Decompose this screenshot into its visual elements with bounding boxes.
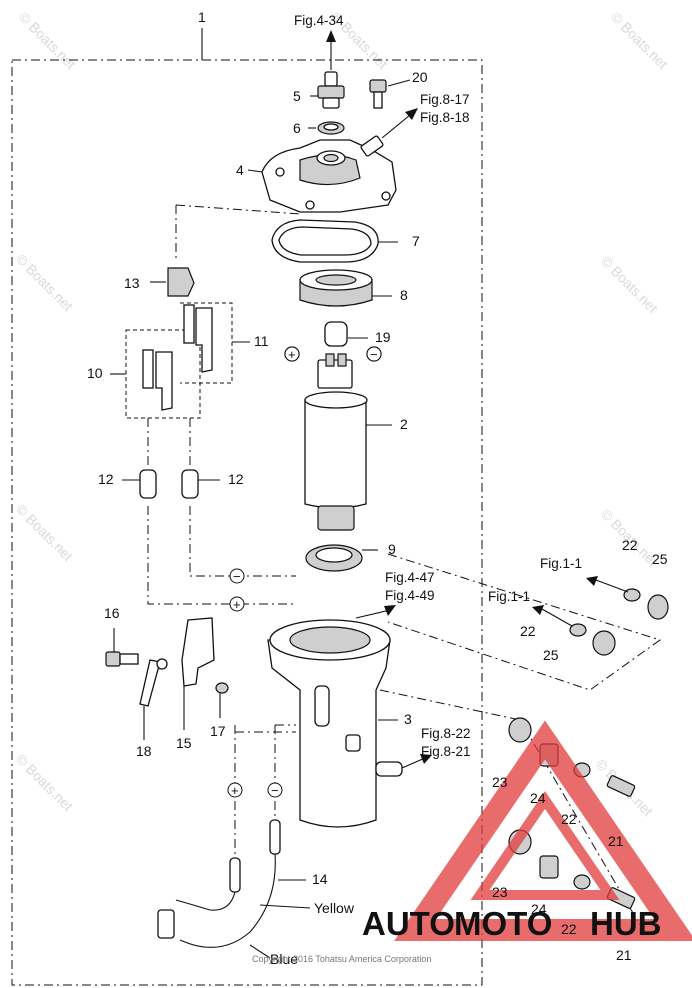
callout-16: 16 — [104, 605, 120, 621]
callout-4: 4 — [236, 162, 244, 178]
clip-part-18 — [139, 658, 168, 740]
svg-text:−: − — [370, 347, 378, 362]
callout-11: 11 — [254, 333, 269, 349]
watermark-text: © Boats.net — [598, 253, 661, 316]
callout-1: 1 — [198, 9, 206, 25]
callout-24-bottom: 24 — [531, 901, 547, 917]
bolt-part-20 — [369, 79, 411, 109]
plus-marker-pump: + — [284, 346, 300, 362]
callout-22-b: 22 — [520, 623, 536, 639]
svg-text:+: + — [288, 347, 296, 362]
watermark-text: © Boats.net — [13, 501, 76, 564]
bolt-part-16 — [105, 628, 139, 667]
polarity-markers: + − − + + − — [227, 346, 382, 798]
automotohub-wordmark: AUTO MOTO HUB — [362, 905, 662, 942]
callout-22-c: 22 — [561, 811, 577, 827]
ref-fig-8-18: Fig.8-18 — [420, 110, 470, 125]
watermark-text: © Boats.net — [16, 9, 79, 72]
lock-nut-part-8 — [299, 269, 392, 307]
strainer-part-19 — [324, 321, 368, 347]
plus-marker-mid: + — [229, 596, 245, 612]
terminal-part-11 — [183, 304, 213, 373]
callout-7: 7 — [412, 233, 420, 249]
callout-12-right: 12 — [228, 471, 244, 487]
minus-marker-harness: − — [267, 782, 283, 798]
ref-fig-4-49: Fig.4-49 — [385, 588, 435, 603]
ref-fig-4-47: Fig.4-47 — [385, 570, 435, 585]
ref-fig-8-17: Fig.8-17 — [420, 92, 470, 107]
terminal-connection-lines — [147, 204, 301, 858]
callout-3: 3 — [404, 711, 412, 727]
ref-fig-8-22: Fig.8-22 — [421, 726, 471, 741]
svg-text:−: − — [233, 569, 241, 584]
ref-fig-1-1-lower: Fig.1-1 — [488, 589, 530, 604]
copyright-text: Copyright 2016 Tohatsu America Corporati… — [252, 954, 431, 964]
ref-fig-4-34: Fig.4-34 — [294, 13, 344, 28]
logo-hub: HUB — [590, 905, 662, 942]
logo-auto: AUTO — [362, 905, 455, 942]
callout-18: 18 — [136, 743, 152, 759]
svg-text:−: − — [271, 783, 279, 798]
watermark-text: © Boats.net — [13, 751, 76, 814]
hose-fitting-part-5 — [310, 71, 345, 109]
terminal-cap-part-13 — [150, 267, 195, 297]
pump-housing-part-3 — [267, 605, 432, 828]
gasket-part-7 — [271, 219, 398, 263]
automotohub-logo-mark — [394, 720, 692, 941]
minus-marker-mid: − — [229, 568, 245, 584]
callout-21-top: 21 — [608, 833, 624, 849]
bracket-group — [105, 617, 229, 740]
callout-22-a: 22 — [622, 537, 638, 553]
assembly-outline — [11, 28, 483, 986]
callout-20: 20 — [412, 69, 428, 85]
callout-13: 13 — [124, 275, 140, 291]
callout-17: 17 — [210, 723, 226, 739]
bracket-part-15 — [181, 617, 215, 730]
grommet-group-top — [387, 553, 669, 691]
callout-14: 14 — [312, 871, 328, 887]
figure-references: Fig.4-34 Fig.8-17 Fig.8-18 Fig.4-47 Fig.… — [294, 13, 582, 759]
wire-label-blue: Blue — [270, 951, 298, 967]
fuel-pump-part-2 — [284, 346, 392, 531]
fuel-pump-cover-part-4 — [247, 108, 418, 213]
svg-text:+: + — [233, 597, 241, 612]
seal-ring-part-9 — [305, 544, 378, 572]
callout-9: 9 — [388, 541, 396, 557]
callout-23-top: 23 — [492, 774, 508, 790]
wire-label-yellow: Yellow — [314, 900, 355, 916]
plus-marker-harness: + — [227, 782, 243, 798]
callout-25-b: 25 — [543, 647, 559, 663]
logo-moto: MOTO — [454, 905, 552, 942]
minus-marker-pump: − — [366, 346, 382, 362]
callout-8: 8 — [400, 287, 408, 303]
callout-24-top: 24 — [530, 790, 546, 806]
terminal-part-10 — [142, 349, 173, 411]
callout-5: 5 — [293, 88, 301, 104]
o-ring-part-6 — [308, 121, 345, 135]
callout-23-bottom: 23 — [492, 884, 508, 900]
callout-25-a: 25 — [652, 551, 668, 567]
callout-10: 10 — [87, 365, 103, 381]
ref-fig-1-1-upper: Fig.1-1 — [540, 556, 582, 571]
callout-2: 2 — [400, 416, 408, 432]
callout-labels: 1 2 3 4 5 6 7 8 9 10 11 12 12 13 14 15 1… — [87, 9, 668, 963]
watermark-text: © Boats.net — [608, 9, 671, 72]
svg-text:+: + — [231, 783, 239, 798]
fuel-pump-cover-group — [247, 30, 418, 347]
callout-19: 19 — [375, 329, 391, 345]
callout-21-bottom: 21 — [616, 947, 632, 963]
washer-part-17 — [215, 682, 229, 718]
watermark-text: © Boats.net — [13, 251, 76, 314]
callout-22-d: 22 — [561, 921, 577, 937]
callout-12-left: 12 — [98, 471, 114, 487]
wiring-harness-part-14 — [157, 819, 311, 959]
callout-15: 15 — [176, 735, 192, 751]
terminal-boots-part-12 — [122, 469, 220, 499]
ref-fig-8-21: Fig.8-21 — [421, 744, 471, 759]
callout-6: 6 — [293, 120, 301, 136]
terminal-group — [110, 267, 250, 419]
